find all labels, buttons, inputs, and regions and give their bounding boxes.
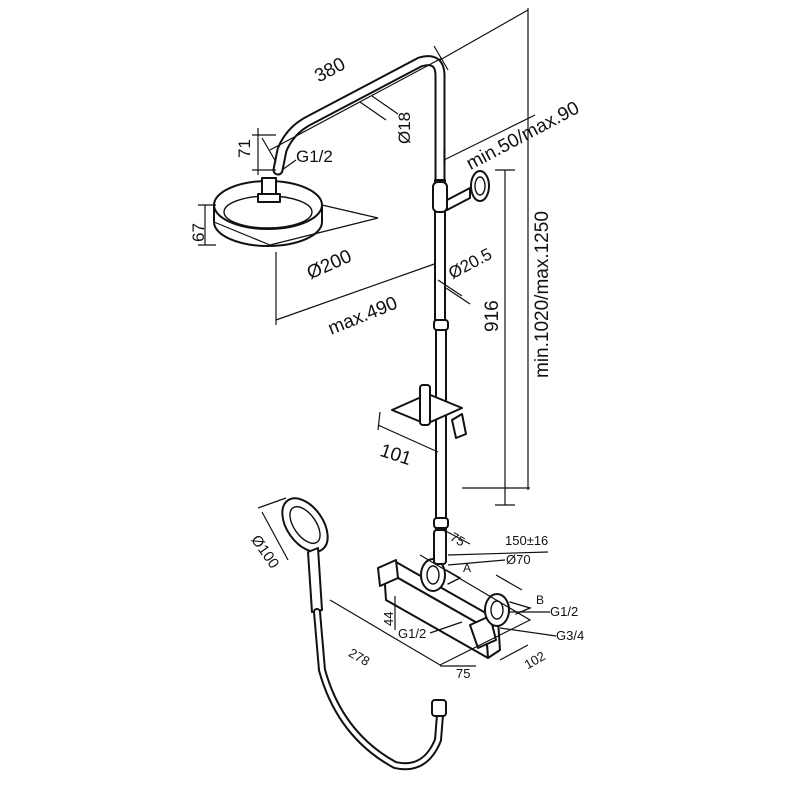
dim-arm-drop-label: 71 bbox=[235, 139, 254, 158]
wall-bracket bbox=[446, 170, 490, 211]
dim-rail-length-label: 916 bbox=[482, 300, 503, 332]
dim-column-height: min.1020/max.1250 bbox=[439, 8, 553, 490]
outlet-left-thread-label: G1/2 bbox=[398, 626, 426, 641]
hand-shower bbox=[281, 497, 329, 613]
dim-max-reach-label: max.490 bbox=[325, 293, 400, 340]
inlet-thread-label: G3/4 bbox=[556, 628, 584, 643]
dim-valve-depth-side-label: 102 bbox=[522, 648, 548, 672]
dim-valve-flange-label: Ø70 bbox=[506, 552, 531, 567]
dim-slider-offset-label: 101 bbox=[377, 440, 414, 470]
label-b: B bbox=[536, 593, 544, 607]
dim-valve-top-label: 75 bbox=[448, 529, 468, 549]
dim-valve-width-label: 278 bbox=[346, 645, 372, 669]
dim-valve-height-label: 44 bbox=[381, 612, 396, 626]
head-thread-label: G1/2 bbox=[296, 147, 333, 166]
shower-column bbox=[432, 179, 449, 531]
dim-rail-diameter: Ø20.5 bbox=[437, 244, 495, 305]
shower-hose bbox=[313, 608, 447, 771]
dim-bracket-offset-label: min.50/max.90 bbox=[463, 98, 583, 175]
dim-arm-diameter: Ø18 bbox=[359, 95, 414, 144]
dim-head-diameter-label: Ø200 bbox=[304, 246, 355, 284]
dim-valve-height: 44 bbox=[381, 596, 396, 630]
dim-rail-length: 916 bbox=[482, 169, 515, 506]
dim-valve-spacing-label: 150±16 bbox=[505, 533, 548, 548]
dim-bracket-offset: min.50/max.90 bbox=[443, 98, 583, 175]
handshower-slider bbox=[391, 384, 467, 439]
dim-head-height-label: 67 bbox=[189, 223, 208, 242]
thermostatic-mixer bbox=[377, 529, 510, 659]
dim-max-reach: max.490 bbox=[275, 252, 445, 340]
dim-arm-length-label: 380 bbox=[311, 54, 349, 87]
label-a: A bbox=[463, 561, 471, 575]
outlet-right-thread-label: G1/2 bbox=[550, 604, 578, 619]
dim-handshower-diameter-label: Ø100 bbox=[247, 532, 282, 572]
dim-head-height: 67 bbox=[189, 204, 216, 246]
dim-valve-depth-bottom-label: 75 bbox=[456, 666, 470, 681]
dim-column-height-label: min.1020/max.1250 bbox=[532, 211, 553, 378]
dim-arm-drop: 71 bbox=[235, 128, 276, 175]
dim-rail-diameter-label: Ø20.5 bbox=[445, 244, 495, 283]
wall-plane bbox=[329, 554, 532, 666]
shower-head bbox=[213, 177, 323, 247]
dim-arm-diameter-label: Ø18 bbox=[395, 112, 414, 144]
